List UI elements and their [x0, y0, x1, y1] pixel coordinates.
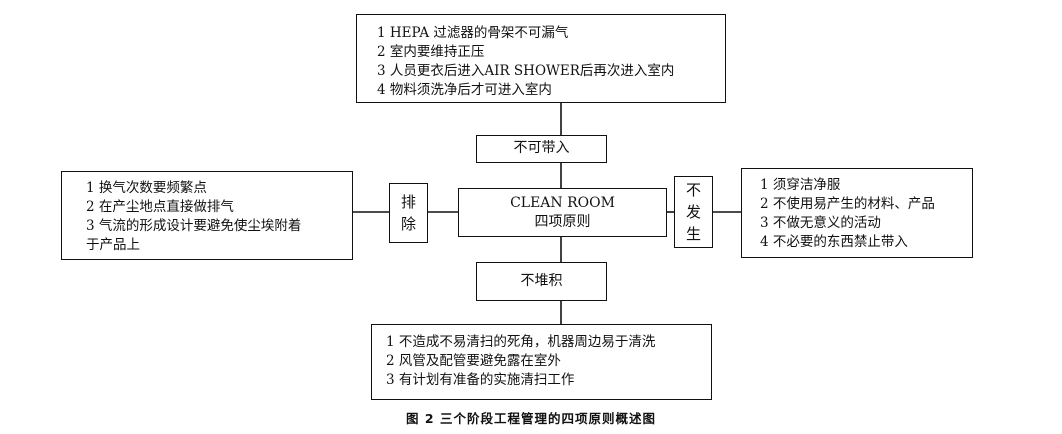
label-not-bring-in: 不可带入: [476, 135, 607, 163]
left-line-1: 1 换气次数要频繁点: [86, 180, 207, 196]
right-line-1: 1 须穿洁净服: [760, 177, 841, 193]
label-not-generate: 不 发 生: [674, 176, 713, 248]
right-line-3: 3 不做无意义的活动: [760, 215, 881, 231]
label-not-generate-char-1: 不: [685, 181, 701, 199]
label-remove-char-2: 除: [400, 215, 416, 233]
bottom-principles-box: 1 不造成不易清扫的死角，机器周边易于清洗 2 风管及配管要避免露在室外 3 有…: [371, 324, 712, 400]
bottom-line-2: 2 风管及配管要避免露在室外: [386, 353, 561, 369]
right-principles-box: 1 须穿洁净服 2 不使用易产生的材料、产品 3 不做无意义的活动 4 不必要的…: [741, 168, 973, 258]
bottom-line-1: 1 不造成不易清扫的死角，机器周边易于清洗: [386, 334, 656, 350]
center-subtitle: 四项原则: [534, 214, 591, 230]
top-line-2: 2 室内要维持正压: [377, 44, 485, 60]
top-line-1: 1 HEPA 过滤器的骨架不可漏气: [377, 25, 569, 41]
label-remove-char-1: 排: [400, 193, 416, 211]
label-not-accumulate-text: 不堆积: [520, 273, 563, 289]
figure-caption: 图 2 三个阶段工程管理的四项原则概述图: [406, 411, 656, 426]
center-title: CLEAN ROOM: [510, 195, 615, 211]
label-remove: 排 除: [389, 183, 428, 243]
label-not-accumulate: 不堆积: [476, 262, 607, 301]
top-line-4: 4 物料须洗净后才可进入室内: [377, 82, 552, 98]
right-line-2: 2 不使用易产生的材料、产品: [760, 196, 935, 212]
left-line-3: 3 气流的形成设计要避免使尘埃附着: [86, 218, 302, 234]
right-line-4: 4 不必要的东西禁止带入: [760, 234, 908, 250]
clean-room-center-box: CLEAN ROOM 四项原则: [458, 188, 667, 237]
bottom-line-3: 3 有计划有准备的实施清扫工作: [386, 372, 575, 388]
left-line-2: 2 在产尘地点直接做排气: [86, 199, 234, 215]
top-principles-box: 1 HEPA 过滤器的骨架不可漏气 2 室内要维持正压 3 人员更衣后进入AIR…: [356, 14, 726, 103]
label-not-generate-char-3: 生: [685, 225, 701, 243]
left-principles-box: 1 换气次数要频繁点 2 在产尘地点直接做排气 3 气流的形成设计要避免使尘埃附…: [61, 171, 353, 260]
top-line-3: 3 人员更衣后进入AIR SHOWER后再次进入室内: [377, 63, 675, 79]
label-not-bring-in-text: 不可带入: [513, 140, 570, 156]
left-line-4: 于产品上: [86, 237, 140, 253]
label-not-generate-char-2: 发: [685, 203, 701, 221]
